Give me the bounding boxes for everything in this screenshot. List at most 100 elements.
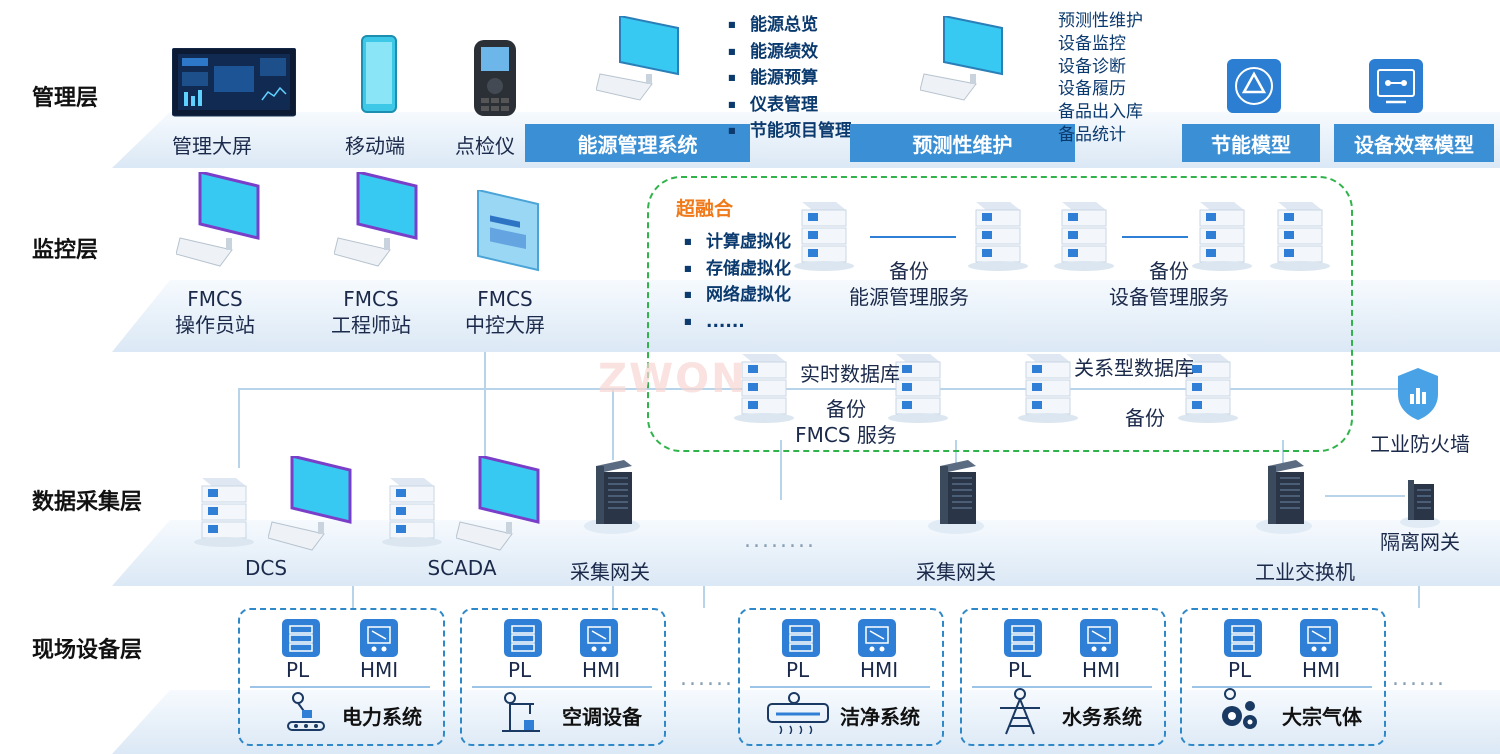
divider [972, 686, 1152, 688]
gateway-label: 采集网关 [916, 560, 996, 584]
backup-link [1122, 236, 1188, 238]
center-screen-label: FMCS 中控大屏 [440, 286, 570, 338]
hyper-converged-box [647, 176, 1353, 452]
field-group-water [960, 608, 1166, 746]
service-name: 能源管理服务 [849, 285, 969, 309]
computer-icon [268, 456, 352, 551]
connector [612, 388, 614, 460]
service-name: 设备管理服务 [1109, 285, 1229, 309]
pl-label: PL [508, 658, 532, 682]
hmi-label: HMI [1302, 658, 1341, 682]
list-item: ...... [684, 309, 791, 336]
divider [750, 686, 930, 688]
plc-icon [504, 619, 542, 657]
list-item: 存储虚拟化 [684, 256, 791, 283]
pl-label: PL [786, 658, 810, 682]
big-screen-icon [172, 48, 296, 117]
fmcs-service-label: 备份 FMCS 服务 [776, 396, 916, 448]
computer-icon [334, 172, 418, 267]
field-group-hvac [460, 608, 666, 746]
server-icon [193, 478, 255, 548]
hmi-label: HMI [860, 658, 899, 682]
isolation-gateway-icon [1400, 480, 1440, 528]
gateway-icon [583, 460, 641, 535]
energy-service-label: 备份 能源管理服务 [834, 258, 984, 310]
air-conditioner-icon [767, 692, 829, 734]
list-item: 节能项目管理 [728, 118, 852, 145]
ellipsis: ...... [1392, 666, 1446, 691]
backup-link [870, 236, 956, 238]
predictive-items-list: 预测性维护 设备监控 设备诊断 设备履历 备品出入库 备品统计 [1058, 10, 1143, 147]
inspector-icon [474, 40, 516, 116]
system-name: 电力系统 [342, 705, 422, 729]
server-icon [381, 478, 443, 548]
hmi-icon [1080, 619, 1118, 657]
switch-label: 工业交换机 [1255, 560, 1355, 584]
connector [955, 440, 957, 470]
hmi-icon [360, 619, 398, 657]
hmi-label: HMI [360, 658, 399, 682]
list-item: 计算虚拟化 [684, 229, 791, 256]
backbone-line [238, 388, 1398, 390]
field-group-bulk-gas [1180, 608, 1386, 746]
server-icon [1269, 202, 1331, 272]
dcs-label: DCS [244, 556, 288, 580]
station-name: 操作员站 [175, 313, 255, 337]
power-tower-icon [1000, 688, 1040, 735]
pl-label: PL [1228, 658, 1252, 682]
list-item: 能源总览 [728, 12, 852, 39]
mobile-icon [361, 35, 397, 113]
plc-icon [1004, 619, 1042, 657]
backup-text: 备份 [889, 259, 929, 283]
station-type: FMCS [477, 287, 533, 311]
connector [1282, 440, 1284, 470]
watermark: ZWON [598, 356, 747, 402]
conveyor-icon [287, 692, 325, 731]
hyper-converged-title: 超融合 [676, 198, 734, 220]
connector [352, 586, 354, 608]
big-screen-label: 管理大屏 [172, 134, 252, 158]
device-service-label: 备份 设备管理服务 [1094, 258, 1244, 310]
realtime-db-label: 实时数据库 [800, 362, 900, 386]
relational-db-label: 关系型数据库 [1074, 356, 1194, 380]
recycle-icon [1227, 59, 1281, 113]
predictive-maintenance-system: 预测性维护 [850, 124, 1075, 162]
field-group-power [238, 608, 445, 746]
center-screen-icon [477, 190, 539, 272]
station-type: FMCS [187, 287, 243, 311]
computer-icon [920, 16, 1003, 101]
device-efficiency-model: 设备效率模型 [1334, 124, 1494, 162]
efficiency-icon [1369, 59, 1423, 113]
backup-text: 备份 [1149, 259, 1189, 283]
layer-label-field: 现场设备层 [32, 638, 143, 663]
list-item: 设备监控 [1058, 33, 1126, 54]
pl-label: PL [286, 658, 310, 682]
scada-label: SCADA [427, 556, 497, 580]
energy-management-system: 能源管理系统 [525, 124, 750, 162]
connector [484, 352, 486, 462]
virtualization-list: 计算虚拟化 存储虚拟化 网络虚拟化 ...... [684, 229, 791, 335]
ellipsis: ...... [680, 666, 734, 691]
list-item: 能源预算 [728, 65, 852, 92]
plc-icon [782, 619, 820, 657]
plc-icon [1224, 619, 1262, 657]
switch-icon [1255, 460, 1313, 535]
system-name: 空调设备 [562, 705, 642, 729]
connector [612, 586, 614, 608]
system-name: 洁净系统 [840, 705, 920, 729]
list-item: 能源绩效 [728, 39, 852, 66]
system-name: 大宗气体 [1282, 705, 1362, 729]
layer-label-data-collection: 数据采集层 [32, 490, 143, 515]
station-type: FMCS [343, 287, 399, 311]
gateway-icon [927, 460, 985, 535]
layer-label-monitoring: 监控层 [32, 238, 99, 263]
layer-label-management: 管理层 [32, 86, 99, 111]
monitoring-platform [112, 280, 1500, 352]
energy-items-list: 能源总览 能源绩效 能源预算 仪表管理 节能项目管理 [728, 12, 852, 145]
connector [780, 440, 782, 500]
hmi-label: HMI [582, 658, 621, 682]
inspector-label: 点检仪 [455, 134, 515, 158]
service-name: FMCS 服务 [795, 423, 897, 447]
hmi-icon [580, 619, 618, 657]
operator-station-label: FMCS 操作员站 [150, 286, 280, 338]
